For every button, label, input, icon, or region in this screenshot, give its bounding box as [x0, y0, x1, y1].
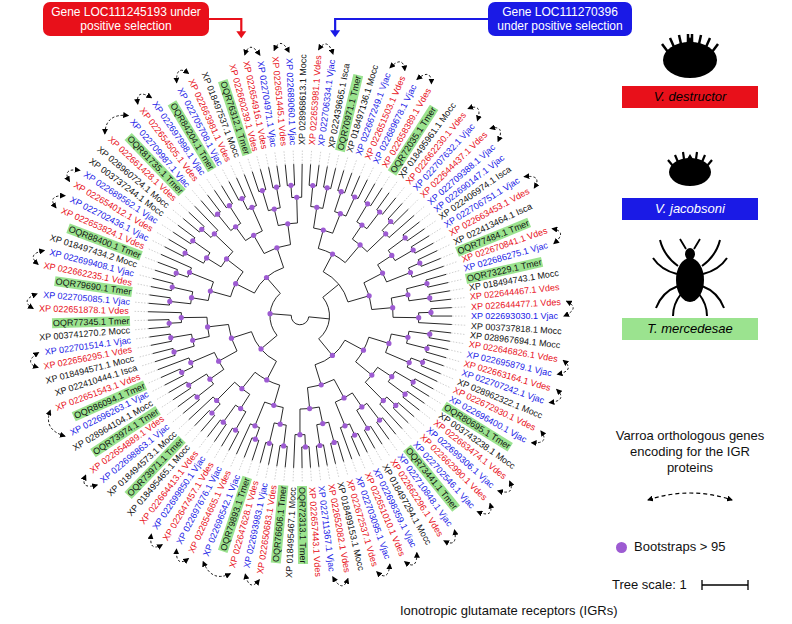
leaf-label: OQR72313.1 Tmer — [297, 486, 308, 565]
tree-branches — [133, 149, 467, 483]
callout-box: Gene LOC111270396 under positive selecti… — [488, 2, 632, 36]
leaf-label: OQR77345.1 Tmer — [52, 316, 131, 328]
legend-swatch: V. jacobsoni — [622, 198, 758, 220]
legend-text: V. jacobsoni — [655, 201, 725, 216]
leaf-label: XP 022693030.1 Vjac — [470, 311, 559, 321]
legend-text: Tree scale: 1 — [612, 577, 687, 593]
callout-leaders — [209, 19, 488, 38]
legend-dot — [616, 542, 627, 553]
legend-text: Bootstraps > 95 — [634, 539, 725, 555]
legend-text: Varroa orthologous genes encoding for th… — [612, 428, 768, 476]
scale-bar — [702, 580, 748, 590]
callout-box: Gene LOC111245193 under positive selecti… — [43, 2, 209, 36]
mite-icon — [668, 152, 712, 186]
orthology-sample — [648, 493, 732, 500]
callout-text: Gene LOC111245193 under positive selecti… — [49, 5, 203, 33]
callout-text: Gene LOC111270396 under positive selecti… — [494, 5, 626, 33]
legend-text: T. mercedesae — [647, 321, 733, 336]
legend-text: V. destructor — [654, 89, 727, 104]
mite-icon — [653, 239, 727, 316]
leaf-label: XP 028968613.1 Mocc — [297, 53, 308, 146]
legend-swatch: V. destructor — [622, 86, 758, 108]
orthology-arrows — [27, 43, 573, 585]
caption: Ionotropic glutamate receptors (IGRs) — [400, 603, 617, 619]
legend-swatch: T. mercedesae — [622, 318, 758, 340]
mite-icon — [662, 34, 718, 78]
